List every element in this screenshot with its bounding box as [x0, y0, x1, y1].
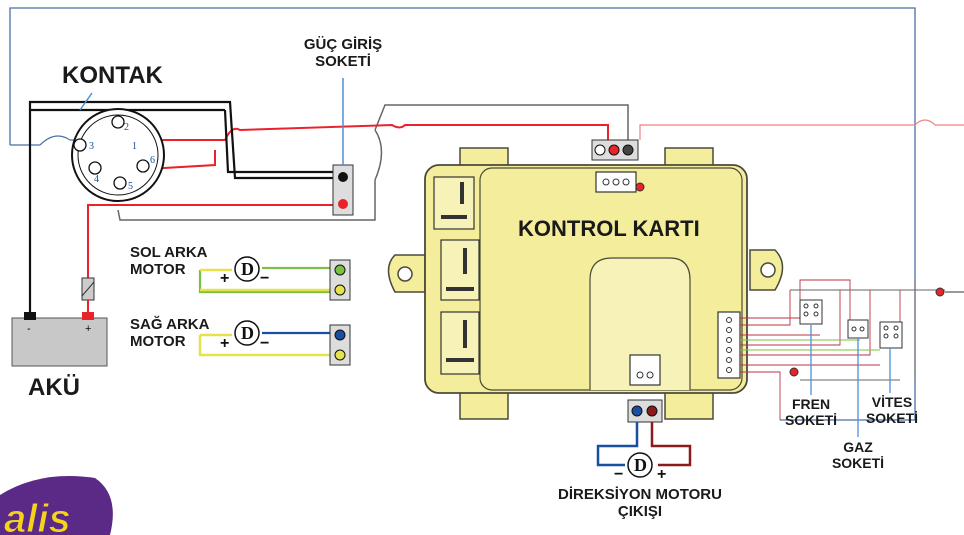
gear-socket-label-line: VİTES [871, 394, 913, 410]
red-wire-right [639, 119, 964, 140]
steering-motor-plus: + [657, 466, 667, 483]
right-motor-minus: − [260, 335, 270, 352]
right-motor-symbol [234, 320, 260, 346]
ignition-pin-label: 6 [150, 155, 155, 166]
control-board [387, 147, 784, 420]
left-motor-label-line: SOL ARKA [130, 244, 208, 261]
right-motor-label: SAĞ ARKA MOTOR [130, 316, 209, 351]
steering-wires-red [650, 422, 692, 467]
right-motor-label-line: MOTOR [130, 333, 186, 351]
gear-socket-label-line: SOKETİ [865, 410, 919, 427]
svg-text:-: - [27, 323, 31, 335]
steering-motor-letter: D [634, 455, 647, 475]
gas-socket-label-line: GAZ [843, 439, 873, 455]
ignition-pin-label: 2 [124, 122, 129, 133]
gear-socket-label: VİTES SOKETİ [854, 394, 930, 426]
steering-connector [627, 399, 663, 423]
battery: - + [11, 312, 108, 367]
battery-label: AKÜ [28, 374, 80, 401]
steering-motor-label: DİREKSİYON MOTORU ÇIKIŞI [535, 486, 745, 521]
ignition-label: KONTAK [62, 62, 163, 89]
left-motor-wires [198, 266, 330, 294]
power-socket-label-line: GÜÇ GİRİŞ [303, 36, 383, 53]
gas-socket-label-line: SOKETİ [831, 455, 885, 472]
outline-wire [9, 7, 916, 421]
svg-text:+: + [85, 323, 91, 335]
ignition-switch: 2 1 3 4 5 6 [71, 108, 165, 202]
left-motor-label: SOL ARKA MOTOR [130, 244, 208, 279]
red-wire-top [110, 123, 609, 141]
grey-wire [117, 104, 629, 221]
gas-socket-label: GAZ SOKETİ [822, 439, 894, 471]
ignition-pin-label: 4 [94, 174, 99, 185]
ignition-pin-label: 1 [132, 141, 137, 152]
steering-motor-symbol [627, 452, 653, 478]
right-wiring [635, 182, 964, 420]
power-socket-label: GÜÇ GİRİŞ SOKETİ [288, 36, 398, 71]
steering-motor-label-line: DİREKSİYON MOTORU [558, 486, 722, 503]
brake-socket-label-line: SOKETİ [784, 412, 838, 429]
brake-socket-label-line: FREN [791, 396, 831, 412]
steering-wires-blue [596, 422, 639, 467]
top-power-connector [591, 139, 639, 161]
left-motor-symbol [234, 256, 260, 282]
left-motor-label-line: MOTOR [130, 261, 186, 279]
power-socket [332, 164, 354, 216]
ignition-pointer [79, 92, 93, 111]
steering-motor-label-line: ÇIKIŞI [617, 503, 663, 521]
left-motor-minus: − [260, 270, 270, 287]
right-motor-plus: + [220, 335, 230, 352]
right-motor-letter: D [241, 323, 254, 343]
brand-logo: alis [0, 476, 113, 535]
left-motor-letter: D [241, 259, 254, 279]
ignition-pin-label: 5 [128, 181, 133, 192]
svg-text:alis: alis [4, 497, 71, 535]
brake-socket-label: FREN SOKETİ [775, 396, 847, 428]
control-board-label: KONTROL KARTI [518, 216, 700, 241]
right-motor-label-line: SAĞ ARKA [130, 316, 210, 333]
left-motor-plus: + [220, 270, 230, 287]
power-socket-label-line: SOKETİ [315, 53, 371, 71]
ignition-pin-label: 3 [89, 141, 94, 152]
steering-motor-minus: − [614, 466, 624, 483]
red-wire-battery [87, 204, 345, 278]
